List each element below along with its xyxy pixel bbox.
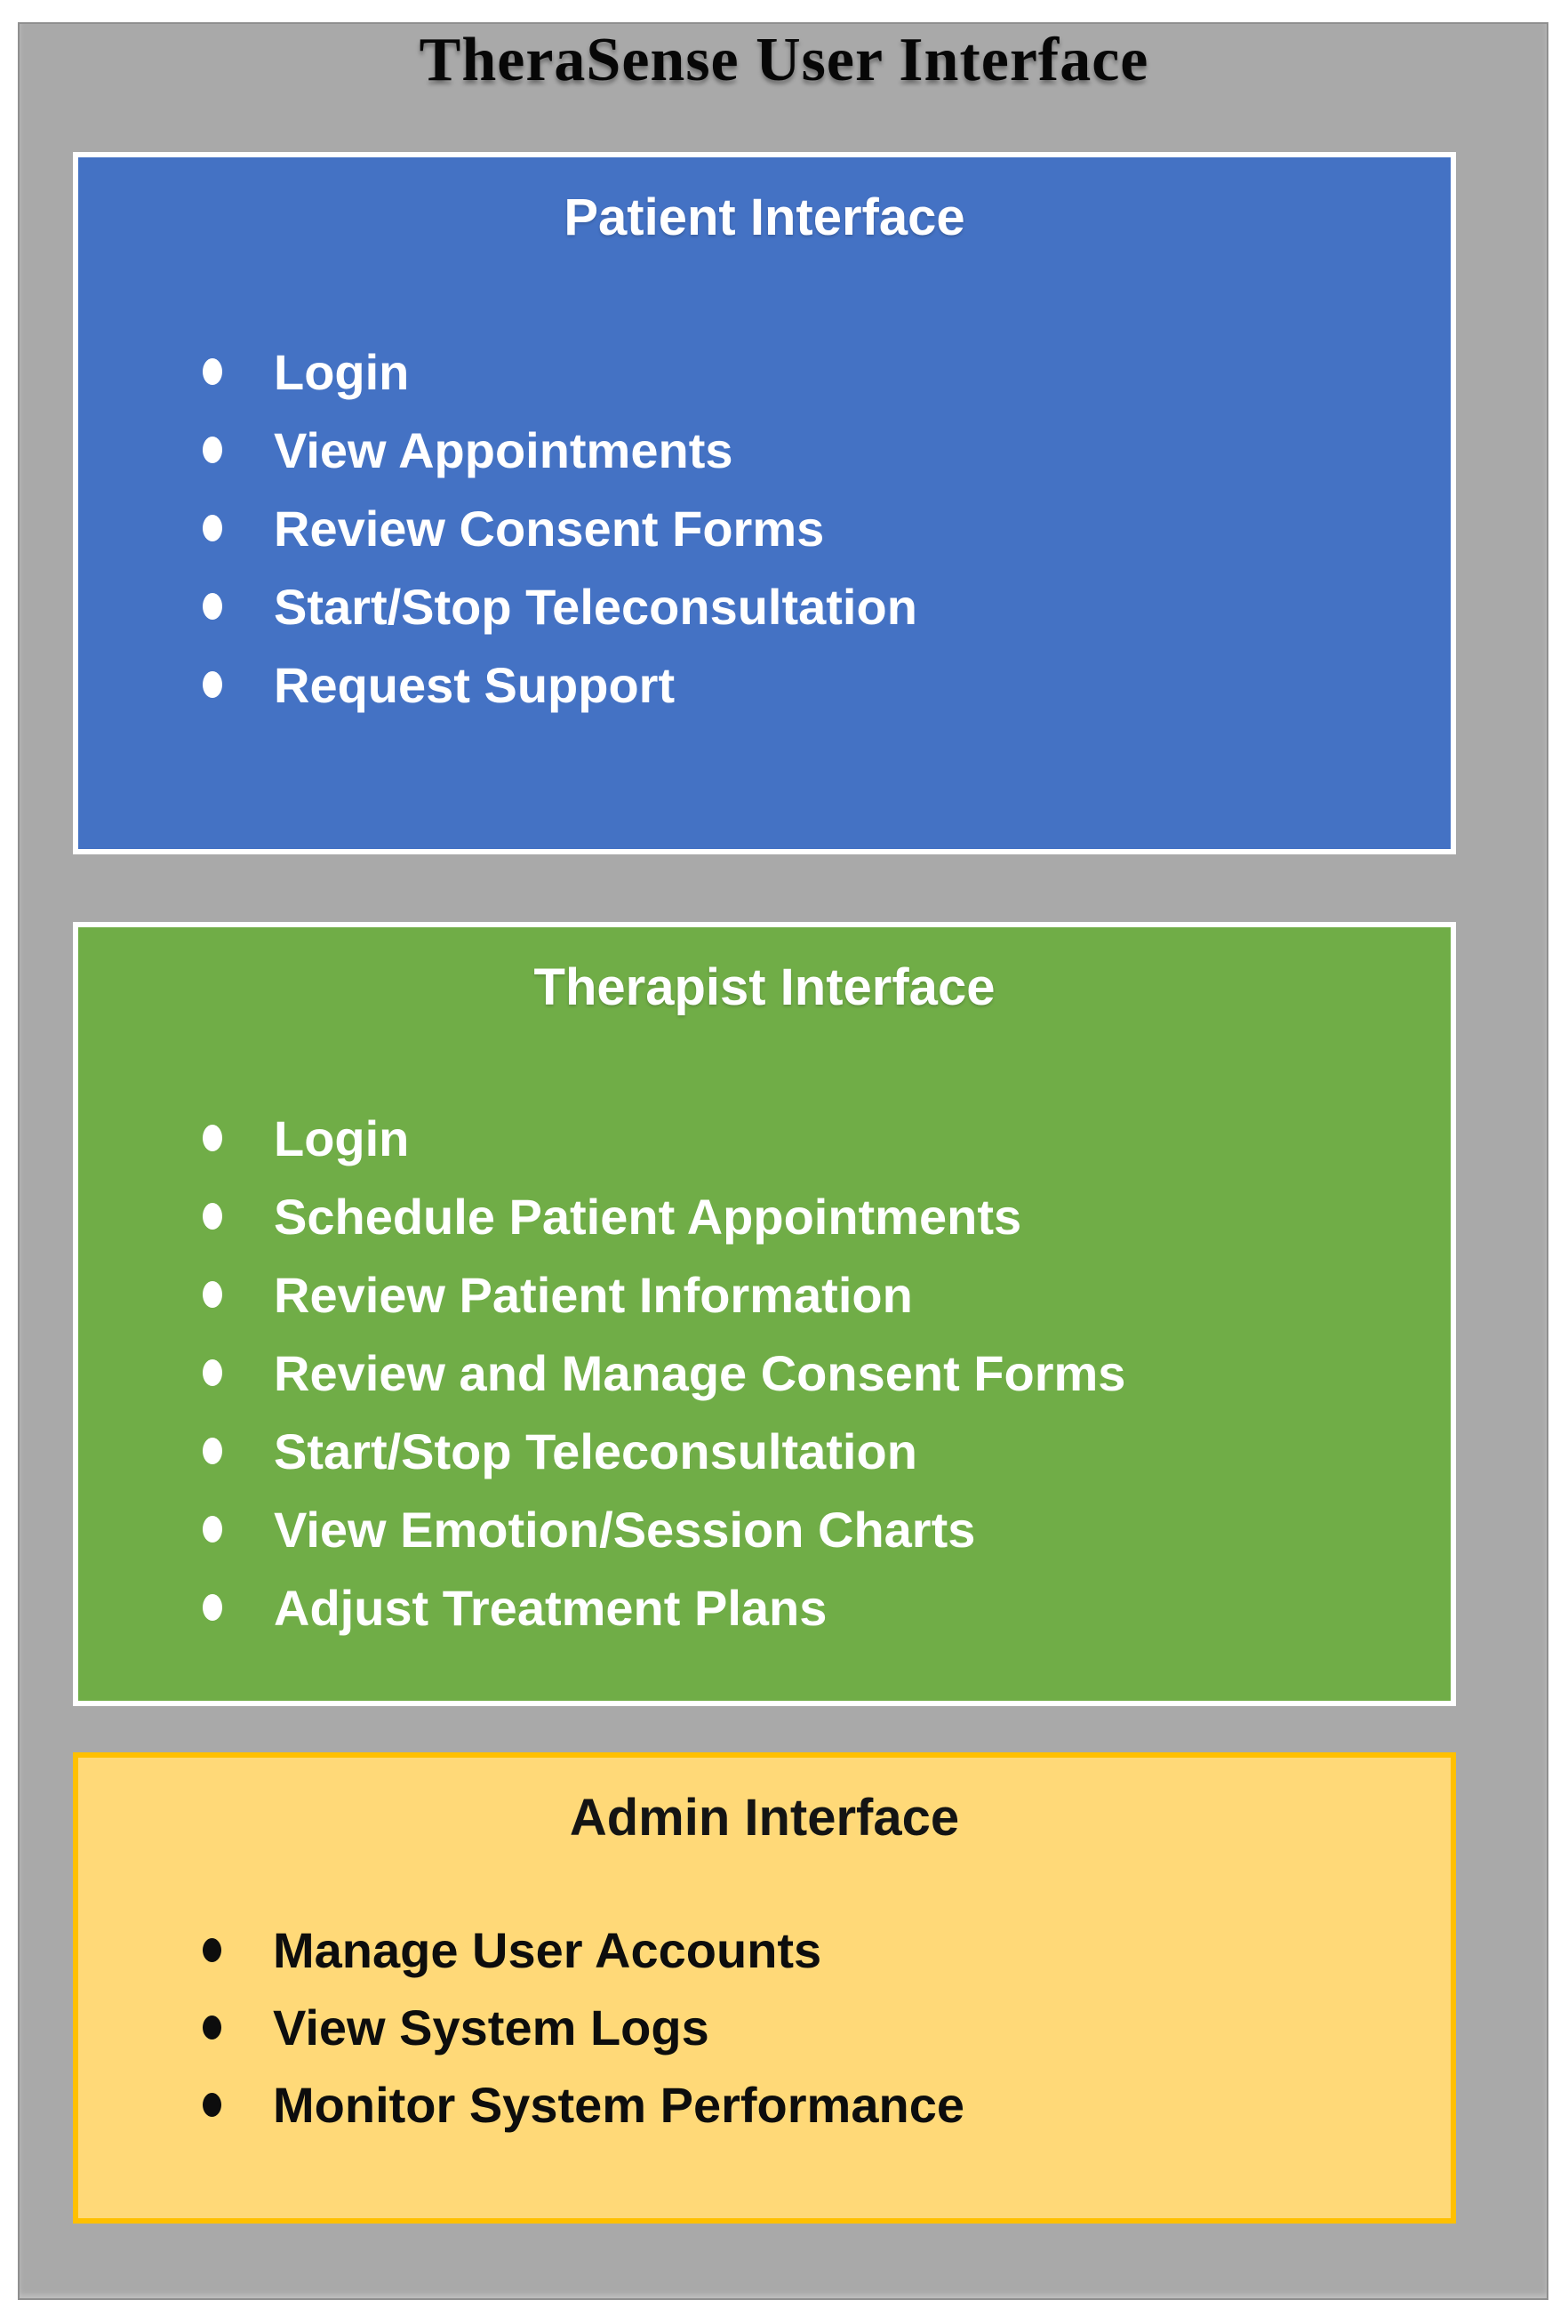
feature-label: Review Consent Forms <box>274 500 825 557</box>
list-item: Start/Stop Teleconsultation <box>203 1412 1451 1490</box>
bullet-icon <box>203 358 222 385</box>
bullet-icon <box>203 1938 221 1962</box>
bullet-icon <box>203 1281 222 1308</box>
bullet-icon <box>203 515 222 541</box>
bullet-icon <box>203 1438 222 1464</box>
list-item: Review and Manage Consent Forms <box>203 1334 1451 1412</box>
list-item: Start/Stop Teleconsultation <box>203 567 1451 645</box>
bullet-icon <box>203 593 222 620</box>
list-item: View Appointments <box>203 411 1451 489</box>
bullet-icon <box>203 2093 221 2117</box>
bullet-icon <box>203 1125 222 1151</box>
feature-label: View Emotion/Session Charts <box>274 1501 976 1558</box>
feature-label: Schedule Patient Appointments <box>274 1188 1022 1245</box>
list-item: View Emotion/Session Charts <box>203 1490 1451 1568</box>
feature-label: Login <box>274 343 410 400</box>
list-item: Review Consent Forms <box>203 489 1451 567</box>
admin-interface-panel: Admin Interface Manage User Accounts Vie… <box>73 1752 1456 2224</box>
list-item: Login <box>203 333 1451 411</box>
therapist-interface-panel: Therapist Interface Login Schedule Patie… <box>73 922 1456 1706</box>
feature-label: Start/Stop Teleconsultation <box>274 1422 917 1479</box>
therapist-feature-list: Login Schedule Patient Appointments Revi… <box>203 1099 1451 1647</box>
page-title: TheraSense User Interface <box>419 26 1149 94</box>
list-item: Schedule Patient Appointments <box>203 1177 1451 1255</box>
patient-panel-title: Patient Interface <box>564 188 965 246</box>
admin-feature-list: Manage User Accounts View System Logs Mo… <box>203 1911 1451 2144</box>
admin-panel-title: Admin Interface <box>569 1789 960 1847</box>
list-item: Login <box>203 1099 1451 1177</box>
list-item: Adjust Treatment Plans <box>203 1568 1451 1647</box>
feature-label: Review and Manage Consent Forms <box>274 1344 1126 1401</box>
feature-label: Manage User Accounts <box>273 1922 822 1978</box>
feature-label: Adjust Treatment Plans <box>274 1579 828 1636</box>
list-item: Monitor System Performance <box>203 2066 1451 2144</box>
feature-label: View System Logs <box>273 1999 709 2056</box>
feature-label: Start/Stop Teleconsultation <box>274 578 917 635</box>
feature-label: Monitor System Performance <box>273 2077 964 2133</box>
therapist-panel-title: Therapist Interface <box>533 958 996 1016</box>
bullet-icon <box>203 437 222 463</box>
bullet-icon <box>203 1516 222 1543</box>
feature-label: Login <box>274 1110 410 1166</box>
bullet-icon <box>203 671 222 698</box>
patient-interface-panel: Patient Interface Login View Appointment… <box>73 152 1456 854</box>
bullet-icon <box>203 1359 222 1386</box>
patient-feature-list: Login View Appointments Review Consent F… <box>203 333 1451 724</box>
list-item: Review Patient Information <box>203 1255 1451 1334</box>
list-item: Request Support <box>203 645 1451 724</box>
feature-label: Review Patient Information <box>274 1266 913 1323</box>
feature-label: View Appointments <box>274 421 733 478</box>
list-item: Manage User Accounts <box>203 1911 1451 1989</box>
list-item: View System Logs <box>203 1989 1451 2066</box>
feature-label: Request Support <box>274 656 676 713</box>
bullet-icon <box>203 1203 222 1230</box>
bullet-icon <box>203 1594 222 1621</box>
bullet-icon <box>203 2015 221 2040</box>
